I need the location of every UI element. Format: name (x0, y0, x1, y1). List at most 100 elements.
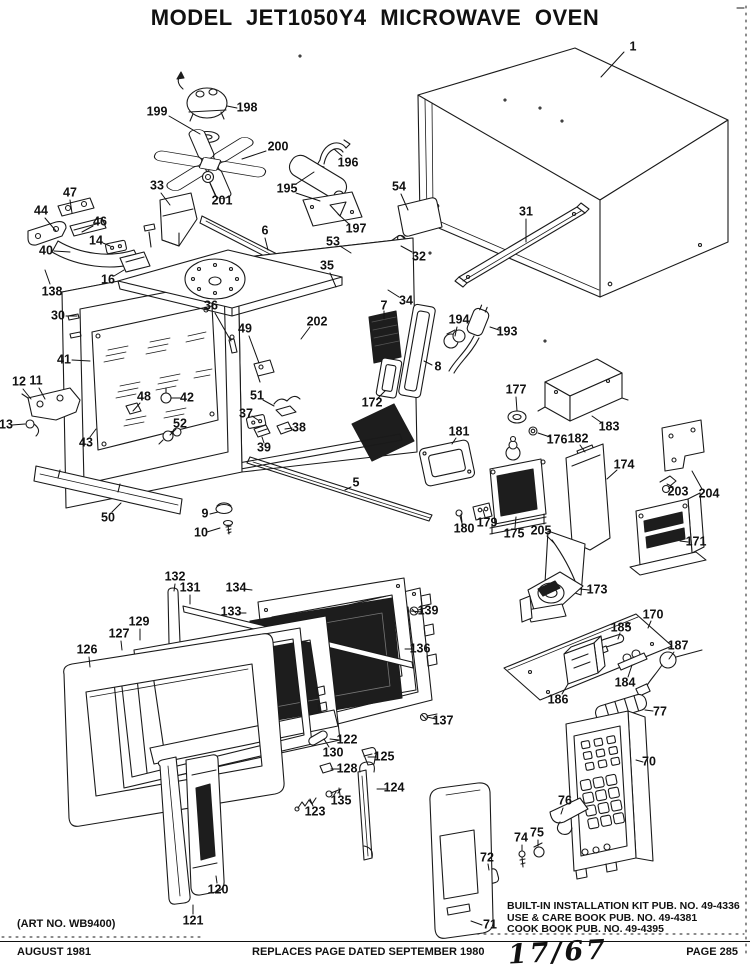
nut-176 (528, 426, 538, 436)
page-title: MODEL JET1050Y4 MICROWAVE OVEN (150, 5, 600, 30)
leader-line-77 (644, 709, 654, 712)
part-label-72: 72 (480, 850, 494, 864)
footer-rule (0, 941, 750, 942)
leader-line-44 (44, 217, 57, 232)
bracket-76 (549, 797, 589, 835)
leader-line-137 (426, 716, 437, 720)
leader-line-184 (627, 664, 633, 678)
leader-line-13 (11, 423, 26, 426)
part-label-11: 11 (29, 373, 42, 387)
switch-49 (253, 359, 275, 383)
part-label-30: 30 (51, 308, 65, 322)
part-label-39: 39 (257, 440, 271, 454)
part-label-16: 16 (101, 272, 115, 286)
part-label-139: 139 (418, 603, 439, 617)
part-label-10: 10 (194, 525, 208, 539)
part-label-186: 186 (548, 692, 569, 706)
leader-line-47 (69, 199, 73, 214)
switch-14 (105, 239, 127, 255)
door-front-frame-126 (63, 633, 285, 827)
leader-line-39 (261, 436, 265, 444)
part-label-13: 13 (0, 417, 13, 431)
part-label-46: 46 (93, 214, 107, 228)
part-label-32: 32 (412, 249, 426, 263)
part-label-33: 33 (150, 178, 164, 192)
plate-54 (397, 197, 443, 237)
leader-line-132 (173, 583, 176, 592)
part-label-70: 70 (642, 754, 656, 768)
part-label-124: 124 (384, 780, 405, 794)
switch-179 (472, 502, 493, 521)
part-label-121: 121 (183, 913, 204, 927)
leader-line-120 (215, 875, 218, 884)
leader-line-11 (38, 387, 46, 400)
publication-notes: BUILT-IN INSTALLATION KIT PUB. NO. 49-43… (507, 900, 740, 936)
leader-line-186 (561, 683, 569, 695)
part-label-185: 185 (611, 620, 632, 634)
leader-line-48 (132, 402, 141, 412)
footer-date: AUGUST 1981 (17, 946, 91, 958)
part-label-76: 76 (558, 793, 572, 807)
leader-line-187 (668, 651, 675, 660)
part-label-194: 194 (449, 312, 470, 326)
bracket-204 (661, 419, 705, 472)
leader-line-200 (241, 150, 267, 160)
leader-line-201 (209, 182, 217, 197)
outer-cover-71 (429, 782, 494, 939)
part-label-184: 184 (615, 675, 636, 689)
part-label-14: 14 (89, 233, 103, 247)
latch-hook-125 (361, 747, 377, 766)
base-plate-50 (33, 465, 183, 515)
publication-line: USE & CARE BOOK PUB. NO. 49-4381 (507, 911, 698, 924)
part-label-35: 35 (320, 258, 334, 272)
part-label-53: 53 (326, 234, 340, 248)
part-label-204: 204 (699, 486, 720, 500)
leader-line-71 (470, 920, 483, 926)
leader-line-195 (295, 192, 321, 202)
part-label-51: 51 (250, 388, 264, 402)
leader-line-172 (377, 390, 386, 399)
leader-line-16 (113, 269, 125, 277)
leader-line-182 (579, 444, 586, 453)
fan-nut-201 (201, 170, 215, 184)
leader-line-171 (679, 540, 689, 543)
leader-line-135 (338, 787, 341, 796)
part-label-179: 179 (477, 515, 498, 529)
part-label-136: 136 (410, 641, 431, 655)
door-handle-121 (157, 756, 191, 905)
leader-line-195 (295, 171, 315, 185)
leader-line-197 (337, 213, 350, 225)
leader-line-54 (400, 193, 409, 211)
leader-line-72 (487, 863, 490, 871)
leader-line-179 (482, 509, 486, 518)
hook-13 (25, 419, 40, 437)
leader-line-170 (647, 620, 652, 629)
part-label-202: 202 (307, 314, 328, 328)
part-label-126: 126 (77, 642, 98, 656)
control-panel-70 (565, 710, 654, 880)
part-label-12: 12 (12, 374, 26, 388)
leader-line-193 (489, 326, 500, 331)
part-label-36: 36 (204, 298, 218, 312)
leader-line-181 (451, 437, 457, 445)
shelf-41 (91, 305, 219, 451)
part-label-1: 1 (630, 39, 637, 53)
capacitor-194 (443, 329, 466, 349)
stirrer-cover-7 (368, 310, 402, 364)
power-cord-193 (448, 304, 490, 374)
leader-line-175 (514, 516, 517, 529)
part-label-137: 137 (433, 713, 454, 727)
grommet-177 (507, 410, 527, 424)
part-label-6: 6 (262, 223, 269, 237)
roller-122 (308, 730, 328, 746)
part-label-38: 38 (292, 420, 306, 434)
screw-74 (518, 850, 526, 868)
leader-line-134 (243, 588, 253, 591)
part-label-200: 200 (268, 139, 289, 153)
component-184 (617, 649, 648, 671)
part-label-198: 198 (237, 100, 258, 114)
part-label-193: 193 (497, 324, 518, 338)
spring-123 (294, 797, 317, 812)
part-label-43: 43 (79, 435, 93, 449)
